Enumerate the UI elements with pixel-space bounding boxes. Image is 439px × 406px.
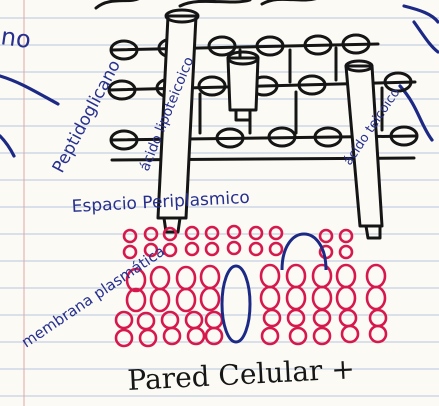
top-title-fragment <box>96 0 318 8</box>
left-fragment-text: no <box>0 22 33 54</box>
left-diagonal-line <box>0 76 58 104</box>
teichoic-short-strand <box>228 52 258 120</box>
diagram-caption: Pared Celular + <box>127 352 356 397</box>
peptidoglycan-row <box>111 35 378 59</box>
membrane-protein-oval <box>222 266 250 342</box>
label-peptidoglycan: Peptidoglicano <box>49 57 125 176</box>
top-right-scribble <box>400 6 438 140</box>
